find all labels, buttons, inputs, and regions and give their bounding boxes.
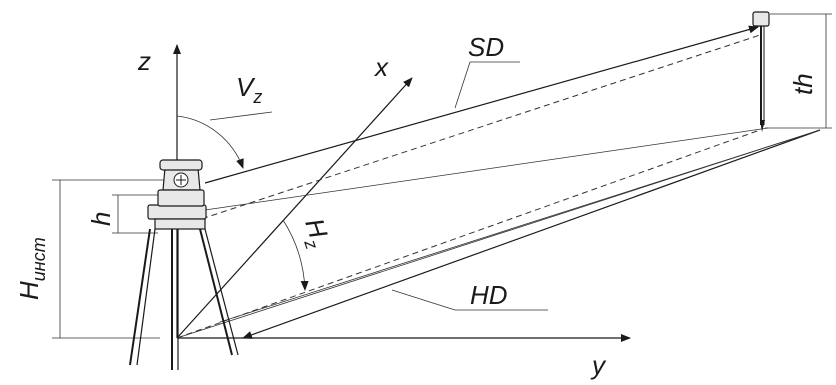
vz-angle-arc [176, 115, 244, 169]
hd-line [242, 129, 821, 339]
hinst-label: Hинст [14, 237, 49, 300]
sd-line-lower [204, 127, 769, 211]
dashed-line-ground [176, 129, 761, 339]
dashed-line-instrument [182, 34, 761, 226]
prism-pole-icon [752, 11, 770, 132]
hz-label: Hz [295, 215, 337, 252]
z-axis-label: z [137, 46, 151, 76]
sd-label: SD [468, 32, 504, 62]
ground-parallel-line [176, 129, 821, 339]
hd-label: HD [470, 280, 508, 310]
y-axis-label: y [590, 350, 607, 380]
hz-angle-arc [282, 219, 309, 291]
x-axis-label: x [373, 52, 389, 82]
vz-leader [209, 111, 273, 121]
hd-leader [391, 289, 456, 311]
h-label: h [86, 212, 116, 226]
sd-line [204, 25, 759, 184]
th-label: th [788, 73, 818, 95]
total-station-icon [129, 159, 239, 370]
sd-leader [454, 61, 471, 109]
x-axis [176, 77, 413, 339]
vz-label: Vz [236, 72, 262, 107]
